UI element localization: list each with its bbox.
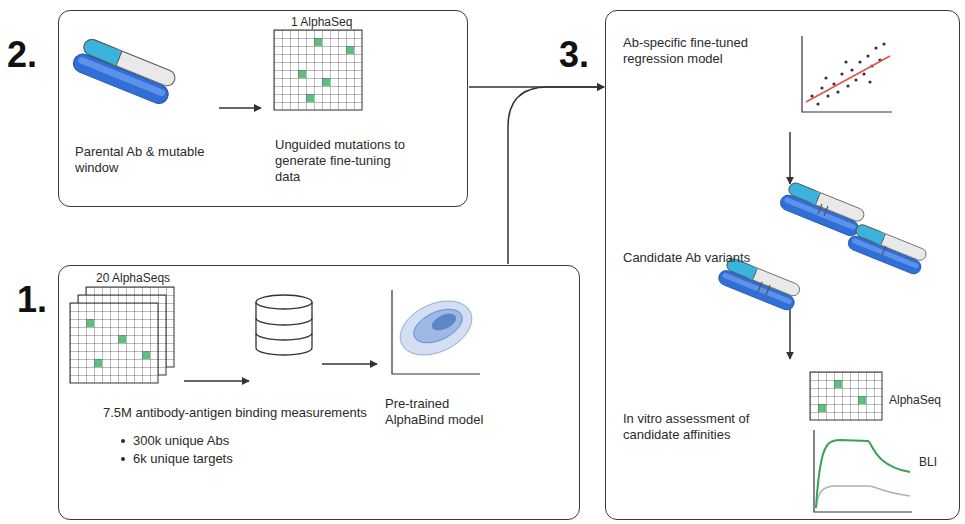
step-panel: 1.20 AlphaSeqs7.5M antibody-antigen bind… xyxy=(58,265,580,520)
node-label: AlphaSeq xyxy=(889,393,949,408)
node-label: 6k unique targets xyxy=(133,451,333,467)
alphaseq-grid xyxy=(810,372,882,420)
antibody-variants xyxy=(717,180,928,312)
variants-node: Candidate Ab variants xyxy=(619,186,931,306)
database-node: 7.5M antibody-antigen binding measuremen… xyxy=(251,291,319,471)
bli-plot xyxy=(814,430,912,512)
density-plot xyxy=(391,290,480,374)
node-label: In vitro assessment of candidate affinit… xyxy=(623,411,798,443)
node-label: Candidate Ab variants xyxy=(623,250,783,266)
scatter-plot xyxy=(802,36,892,112)
flow-arrow xyxy=(508,87,604,264)
alphaseq-grid xyxy=(274,30,362,110)
node-label: Ab-specific fine-tuned regression model xyxy=(623,35,778,67)
node-label: 20 AlphaSeqs xyxy=(96,271,186,286)
flow-arrow xyxy=(219,107,261,109)
node-label: 300k unique Abs xyxy=(133,433,333,449)
flow-arrow xyxy=(789,132,791,184)
node-label: Pre-trained AlphaBind model xyxy=(385,396,503,428)
node-label: Unguided mutations to generate fine-tuni… xyxy=(275,137,413,185)
database-icon xyxy=(256,295,312,355)
node-label: Parental Ab & mutable window xyxy=(75,144,215,176)
assay-node: In vitro assessment of candidate affinit… xyxy=(619,361,954,516)
data-grids: 20 AlphaSeqs xyxy=(66,271,181,389)
antibody-node: Parental Ab & mutable window xyxy=(71,26,216,196)
antibody-illustration xyxy=(71,36,178,107)
step-panel: 3.Ab-specific fine-tuned regression mode… xyxy=(605,10,960,520)
flow-arrow xyxy=(789,309,791,359)
step-panel: 2.Parental Ab & mutable window1 AlphaSeq… xyxy=(58,10,468,207)
model-node: Pre-trained AlphaBind model xyxy=(379,284,503,444)
step-number: 3. xyxy=(559,35,599,75)
grid-node: 1 AlphaSeqUnguided mutations to generate… xyxy=(263,15,423,201)
flow-arrow xyxy=(322,363,377,365)
alphaseq-grid-stack xyxy=(70,287,174,383)
step-number: 2. xyxy=(7,35,47,75)
node-label: 7.5M antibody-antigen binding measuremen… xyxy=(103,405,403,421)
node-label: 1 AlphaSeq xyxy=(291,15,391,30)
node-label: BLI xyxy=(919,455,949,470)
flow-arrow xyxy=(184,380,249,382)
step-number: 1. xyxy=(17,280,57,320)
regression-node: Ab-specific fine-tuned regression model xyxy=(619,29,909,129)
